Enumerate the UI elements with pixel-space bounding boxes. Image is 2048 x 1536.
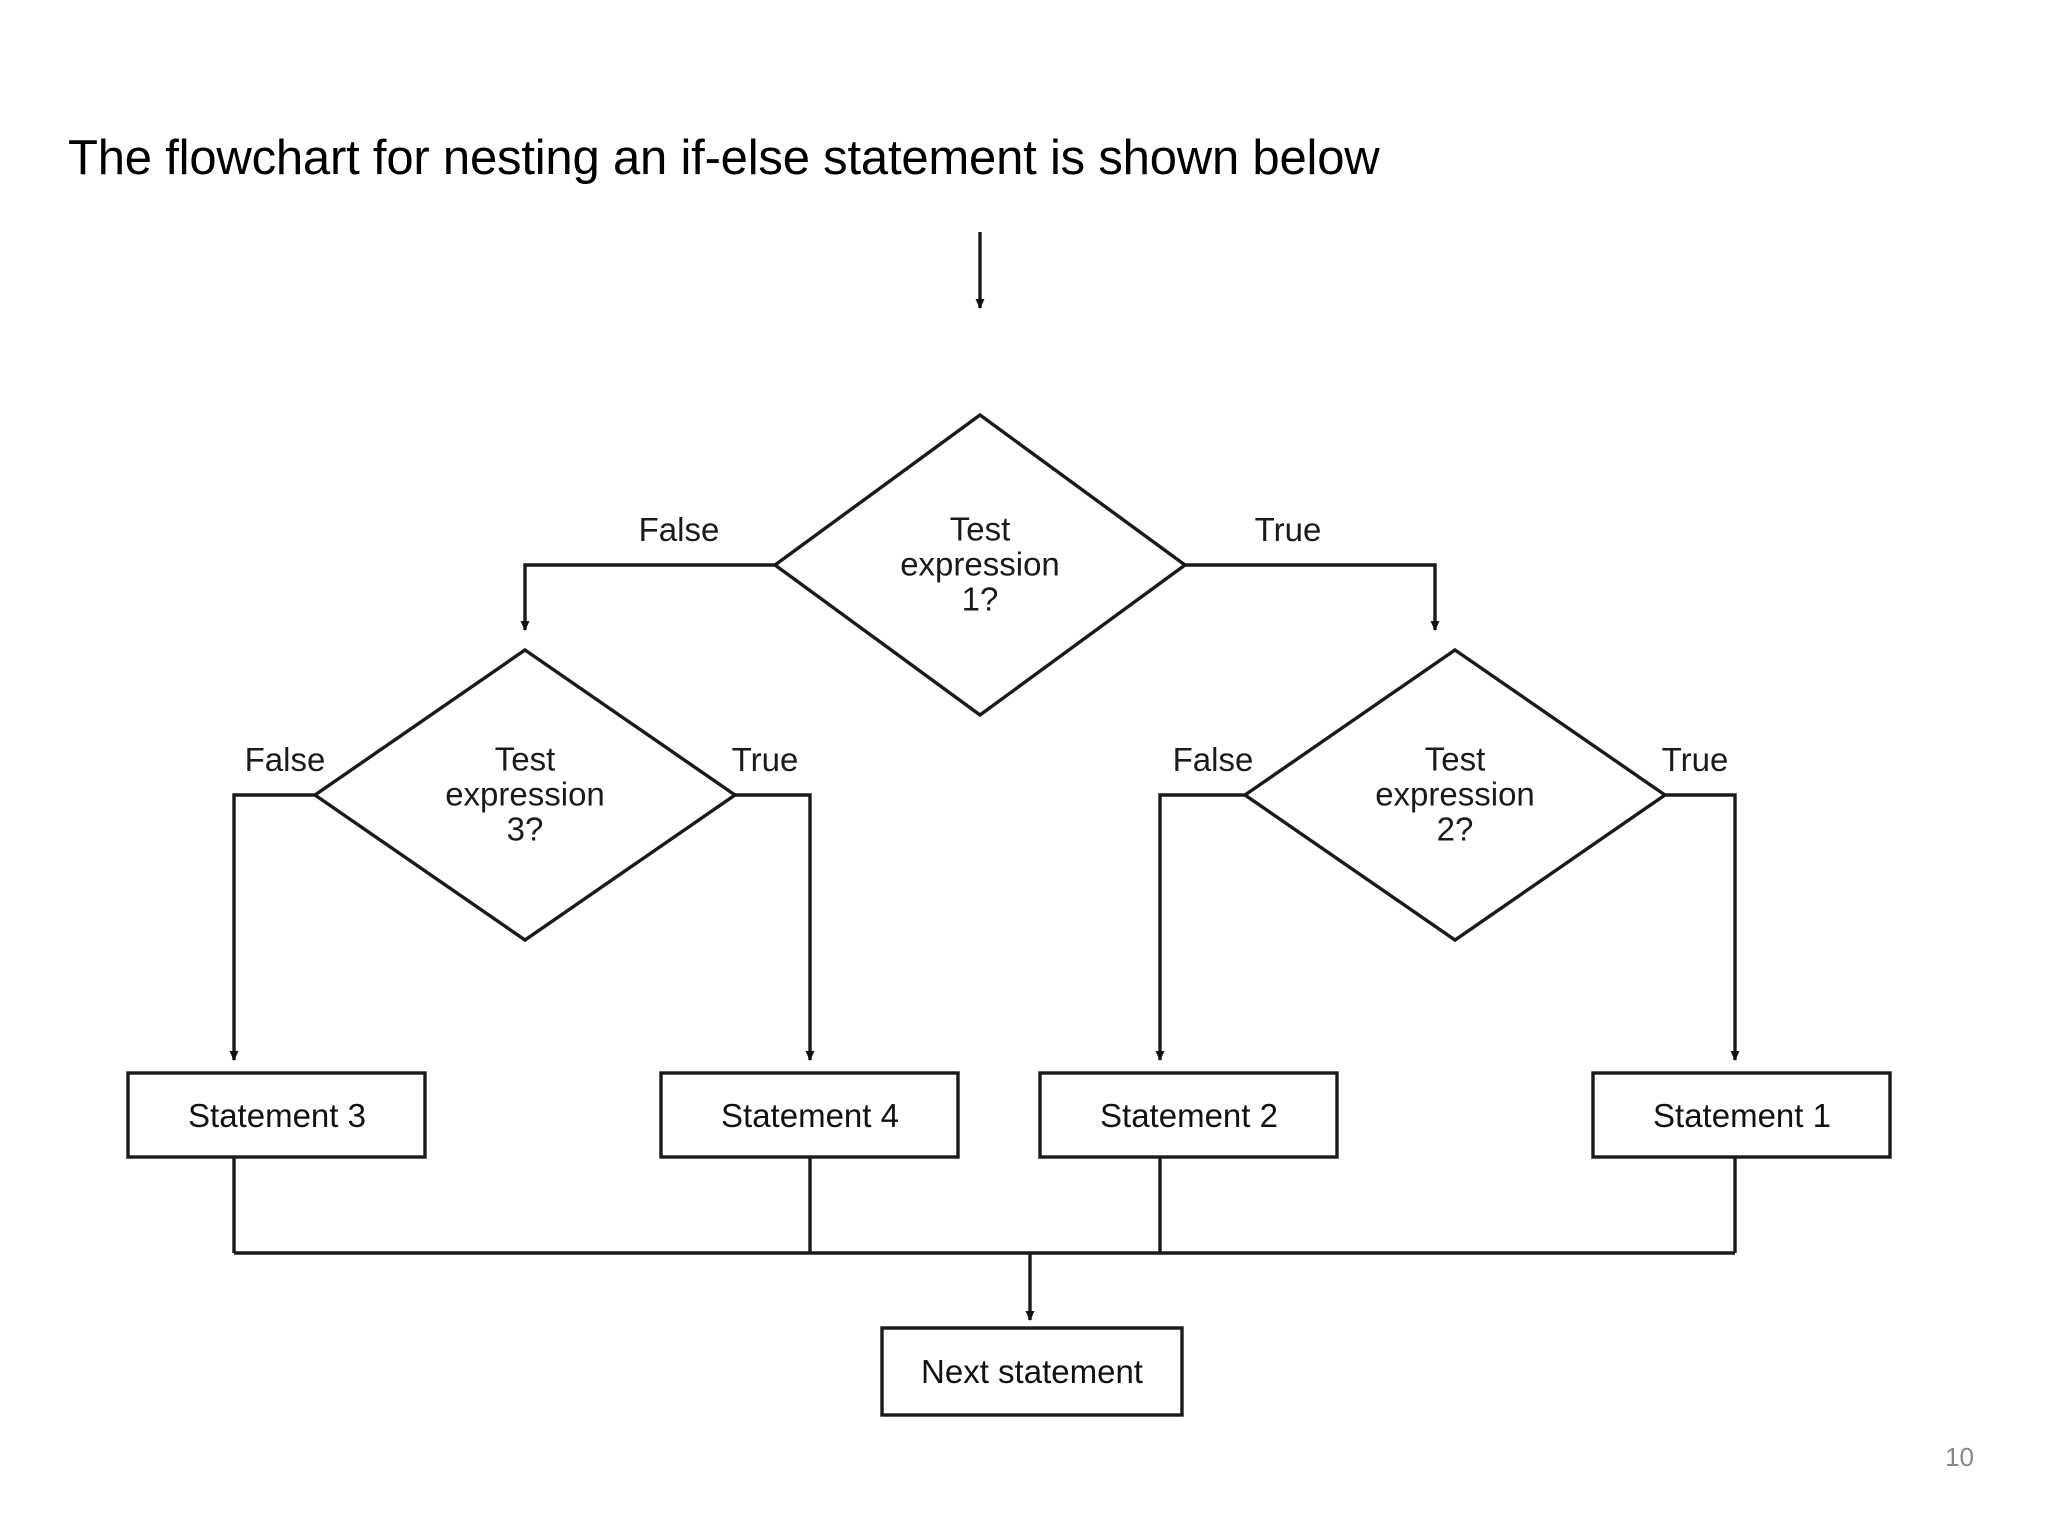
edge-test-1-false — [520, 563, 775, 631]
edge-test-3-false — [229, 793, 315, 1061]
edge-label-test-1-true: True — [1254, 511, 1322, 548]
decision-test-expression-3-shape — [312, 647, 738, 943]
page-number: 10 — [1945, 1442, 1974, 1472]
decision-1-line-2: expression — [900, 545, 1060, 583]
decision-1-line-1: Test — [949, 510, 1011, 548]
edge-label-test-3-false: False — [244, 741, 326, 778]
decision-3-line-2: expression — [445, 775, 605, 813]
page-title: The flowchart for nesting an if-else sta… — [68, 131, 1380, 185]
flowchart-diagram: Test expression 1? False True Test expre… — [0, 230, 2048, 1450]
decision-test-expression-1-label: Test expression 1? — [865, 510, 1095, 618]
decision-test-expression-2-label: Test expression 2? — [1340, 740, 1570, 848]
edge-test-1-true — [1185, 563, 1440, 631]
decision-test-expression-3-label: Test expression 3? — [410, 740, 640, 848]
decision-3-line-3: 3? — [506, 810, 544, 848]
process-next-statement-shape — [880, 1326, 1184, 1417]
edge-test-2-true — [1665, 793, 1740, 1061]
flowchart-graphics — [126, 232, 1892, 1417]
decision-3-line-1: Test — [494, 740, 556, 778]
process-statement-3-label: Statement 3 — [188, 1097, 366, 1134]
decision-test-expression-1-shape — [772, 412, 1188, 718]
edge-test-3-true — [735, 793, 815, 1061]
process-statement-1-label: Statement 1 — [1653, 1097, 1831, 1134]
decision-1-line-3: 1? — [961, 580, 999, 618]
process-statement-4-label: Statement 4 — [721, 1097, 899, 1134]
edge-label-test-3-true: True — [731, 741, 799, 778]
process-next-statement-label: Next statement — [921, 1353, 1143, 1390]
process-statement-2-shape — [1038, 1071, 1339, 1159]
process-statement-1-shape — [1591, 1071, 1892, 1159]
edge-label-test-2-false: False — [1172, 741, 1254, 778]
process-statement-2-label: Statement 2 — [1100, 1097, 1278, 1134]
edge-test-2-false — [1155, 793, 1245, 1061]
process-statement-3-shape — [126, 1071, 427, 1159]
edge-label-test-2-true: True — [1661, 741, 1729, 778]
decision-2-line-1: Test — [1424, 740, 1486, 778]
decision-2-line-3: 2? — [1436, 810, 1474, 848]
edge-label-test-1-false: False — [638, 511, 720, 548]
decision-2-line-2: expression — [1375, 775, 1535, 813]
decision-test-expression-2-shape — [1242, 647, 1668, 943]
